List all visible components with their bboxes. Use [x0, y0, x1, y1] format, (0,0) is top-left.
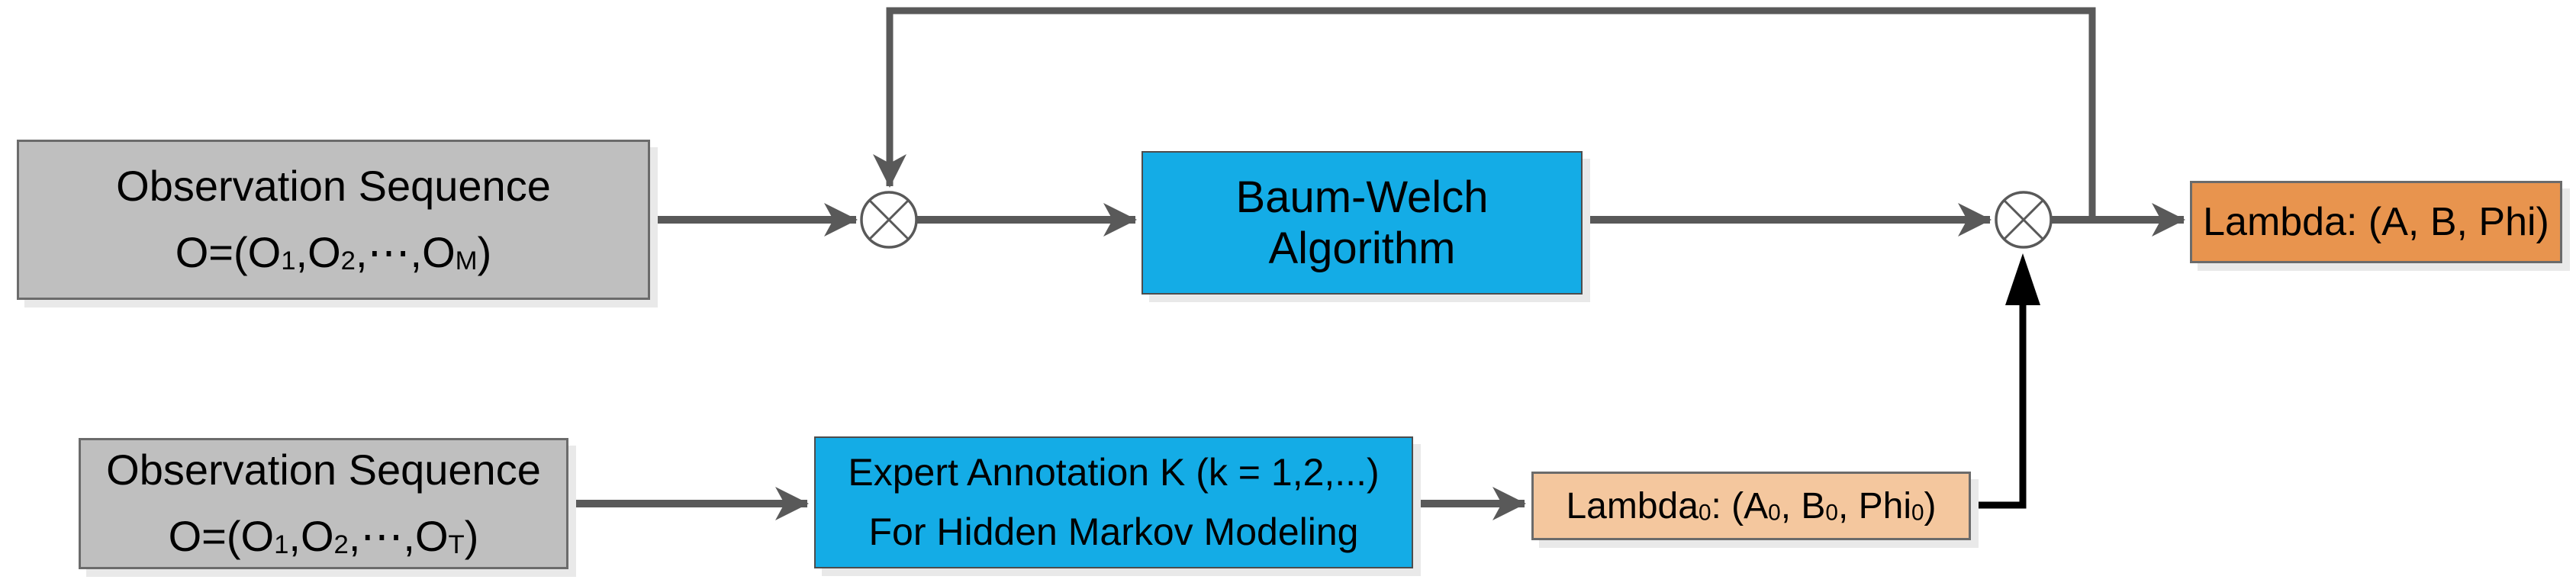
- observation-sequence-bottom-title: Observation Sequence: [106, 446, 541, 494]
- baum-welch-algorithm-label: Baum-Welch Algorithm: [1235, 172, 1489, 273]
- lambda-output-box: Lambda: (A, B, Phi): [2190, 181, 2562, 263]
- observation-sequence-bottom-formula: O=(O1,O2,⋯,OT): [168, 512, 479, 560]
- up-arrowhead-icon: [2005, 253, 2040, 305]
- lambda0-output-box: Lambda0: (A0, B0, Phi0): [1531, 472, 1971, 540]
- observation-sequence-top-title: Observation Sequence: [116, 162, 551, 211]
- observation-sequence-bottom-box: Observation Sequence O=(O1,O2,⋯,OT): [79, 438, 568, 569]
- lambda0-output-label: Lambda0: (A0, B0, Phi0): [1566, 485, 1937, 526]
- baum-welch-algorithm-box: Baum-Welch Algorithm: [1141, 151, 1583, 295]
- feedback-loop-arrow: [873, 7, 2096, 220]
- observation-sequence-top-box: Observation Sequence O=(O1,O2,⋯,OM): [17, 140, 650, 300]
- expert-annotation-line1: Expert Annotation K (k = 1,2,...): [848, 451, 1380, 494]
- multiply-node-icon: [1995, 191, 2053, 249]
- lambda-output-label: Lambda: (A, B, Phi): [2203, 200, 2549, 244]
- observation-sequence-top-formula: O=(O1,O2,⋯,OM): [175, 228, 492, 276]
- multiply-node-icon: [860, 191, 918, 249]
- expert-annotation-box: Expert Annotation K (k = 1,2,...) For Hi…: [814, 436, 1413, 568]
- expert-annotation-line2: For Hidden Markov Modeling: [868, 510, 1359, 553]
- line-lambda0-to-multiply2: [1971, 305, 2027, 509]
